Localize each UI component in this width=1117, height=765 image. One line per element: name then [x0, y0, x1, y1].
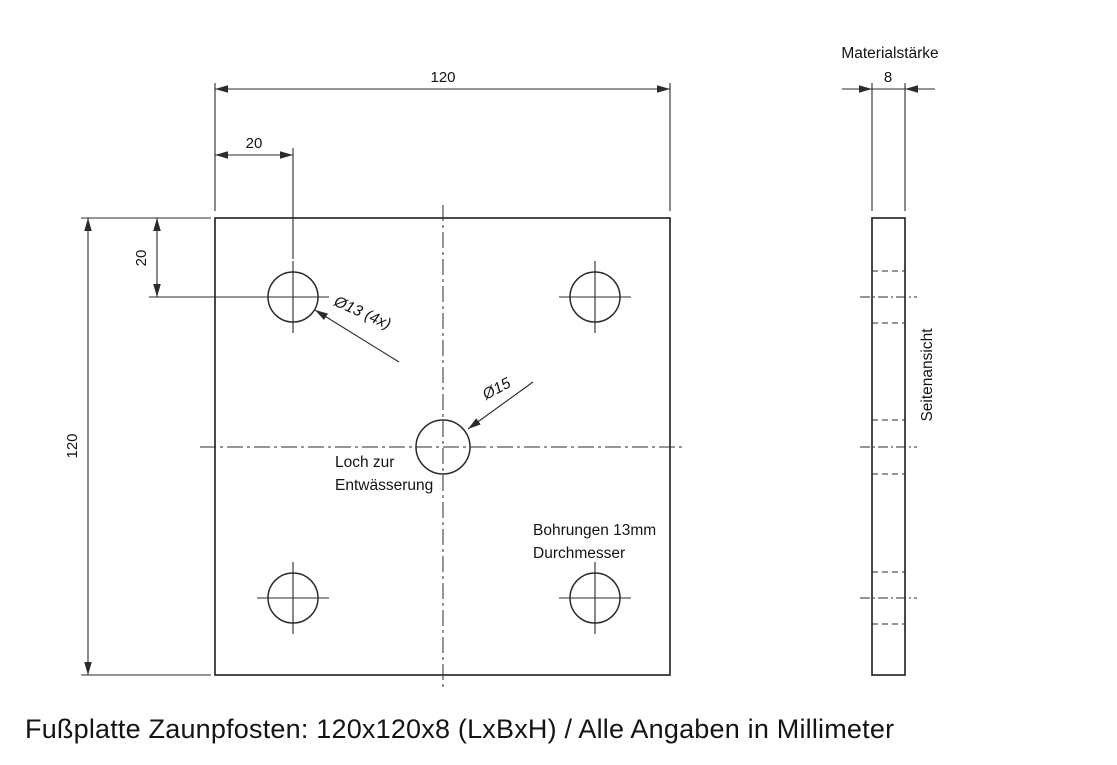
note-drainage-line2: Entwässerung: [335, 477, 433, 494]
hidden-holes-top-row: [860, 270, 917, 324]
dim-hole-offset-top-value: 20: [246, 135, 263, 152]
drawing-title: Fußplatte Zaunpfosten: 120x120x8 (LxBxH)…: [25, 714, 894, 744]
hidden-holes-middle-row: [860, 419, 917, 475]
dimension-plate-height: 120: [64, 217, 211, 676]
note-bore-line2: Durchmesser: [533, 545, 625, 562]
hole-circle: [415, 419, 471, 475]
dimension-hole-offset-left: 20: [133, 218, 259, 298]
dim-hole-offset-left-value: 20: [133, 250, 150, 267]
corner-hole-diameter-label: Ø13 (4x): [330, 293, 393, 333]
leader-line: [314, 309, 400, 363]
corner-hole-bottom-left: [257, 562, 329, 634]
dimension-hole-offset-top: 20: [215, 135, 294, 259]
dimension-thickness: 8: [842, 69, 935, 211]
side-view: Materialstärke 8 Seiten: [841, 45, 939, 676]
leader-corner-hole-diameter: Ø13 (4x): [314, 293, 400, 363]
corner-hole-bottom-right: [559, 562, 631, 634]
side-view-heading: Materialstärke: [841, 45, 938, 62]
corner-hole-top-left: [257, 261, 329, 333]
dim-plate-width-value: 120: [430, 69, 455, 86]
leader-line: [467, 381, 534, 430]
hidden-holes-bottom-row: [860, 571, 917, 625]
note-drainage: Loch zur Entwässerung: [335, 454, 433, 494]
note-drainage-line1: Loch zur: [335, 454, 394, 471]
dim-plate-height-value: 120: [64, 433, 81, 458]
dimension-plate-width: 120: [214, 69, 671, 211]
corner-hole-top-right: [559, 261, 631, 333]
center-hole: [415, 419, 471, 475]
note-bore-diameter: Bohrungen 13mm Durchmesser: [533, 522, 656, 562]
side-view-label: Seitenansicht: [919, 328, 936, 422]
note-bore-line1: Bohrungen 13mm: [533, 522, 656, 539]
leader-center-hole-diameter: Ø15: [467, 375, 534, 430]
front-view: 120 20 20 120 Ø13 (4x) Ø15: [64, 69, 683, 688]
dim-thickness-value: 8: [884, 69, 892, 86]
